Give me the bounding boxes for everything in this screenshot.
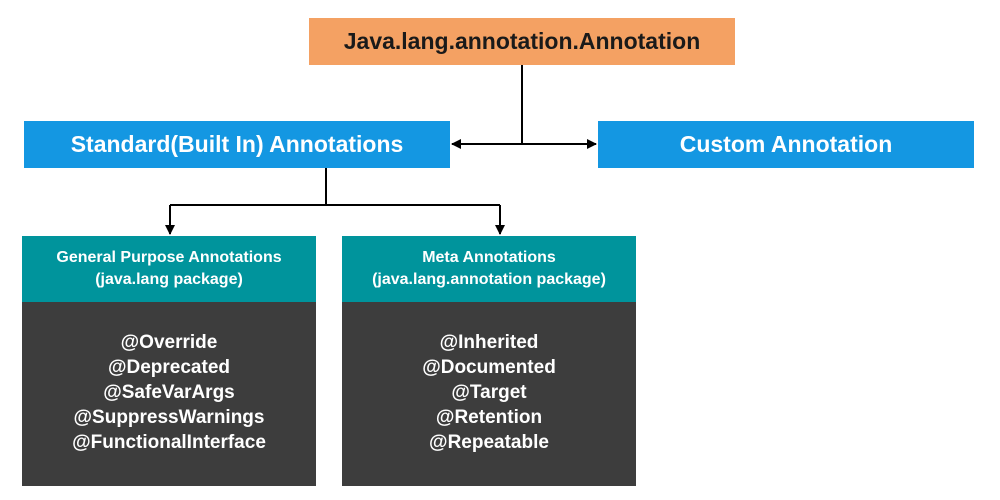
list-item: @Override xyxy=(120,332,218,353)
general-purpose-panel: General Purpose Annotations (java.lang p… xyxy=(22,236,316,486)
meta-annotations-header: Meta Annotations (java.lang.annotation p… xyxy=(342,236,636,302)
list-item: @Retention xyxy=(435,407,543,428)
general-purpose-subtitle: (java.lang package) xyxy=(95,271,243,288)
meta-annotations-title: Meta Annotations xyxy=(422,249,556,266)
custom-annotation-node: Custom Annotation xyxy=(598,121,974,168)
general-purpose-list: @Override @Deprecated @SafeVarArgs @Supp… xyxy=(22,302,316,486)
general-purpose-header: General Purpose Annotations (java.lang p… xyxy=(22,236,316,302)
meta-annotations-list: @Inherited @Documented @Target @Retentio… xyxy=(342,302,636,486)
standard-annotations-label: Standard(Built In) Annotations xyxy=(70,131,404,157)
list-item: @Inherited xyxy=(439,332,539,353)
list-item: @Deprecated xyxy=(107,357,230,378)
standard-annotations-node: Standard(Built In) Annotations xyxy=(24,121,450,168)
list-item: @FunctionalInterface xyxy=(72,432,266,453)
list-item: @SuppressWarnings xyxy=(73,407,265,428)
list-item: @Repeatable xyxy=(429,432,549,453)
list-item: @Target xyxy=(451,382,527,403)
meta-annotations-panel: Meta Annotations (java.lang.annotation p… xyxy=(342,236,636,486)
custom-annotation-label: Custom Annotation xyxy=(679,131,893,157)
root-node-label: Java.lang.annotation.Annotation xyxy=(343,28,701,54)
list-item: @Documented xyxy=(422,357,556,378)
meta-annotations-subtitle: (java.lang.annotation package) xyxy=(372,271,606,288)
list-item: @SafeVarArgs xyxy=(103,382,235,403)
root-node-annotation: Java.lang.annotation.Annotation xyxy=(309,18,735,65)
general-purpose-title: General Purpose Annotations xyxy=(56,249,282,266)
